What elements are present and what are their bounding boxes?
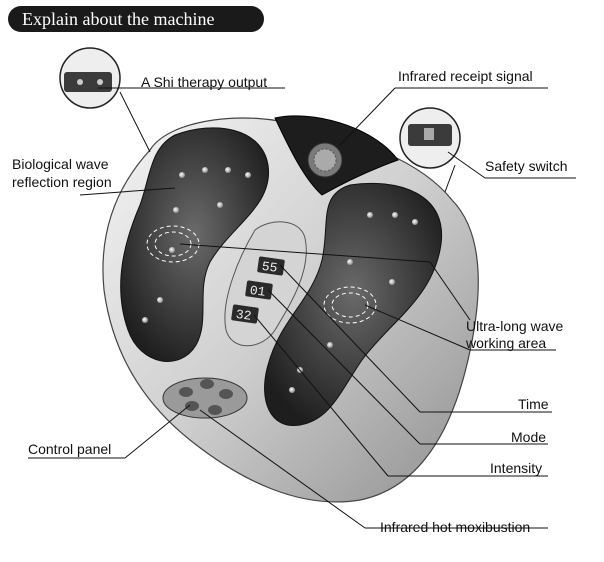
label-ultra-wave-2: working area: [466, 335, 547, 351]
label-bio-wave-2: reflection region: [12, 174, 112, 190]
label-infrared-signal: Infrared receipt signal: [398, 68, 533, 84]
label-intensity: Intensity: [490, 460, 543, 476]
svg-text:01: 01: [249, 283, 267, 300]
display-time: 55: [257, 256, 285, 276]
leader-lines: [28, 87, 576, 529]
control-button[interactable]: [179, 387, 193, 397]
label-time: Time: [518, 396, 549, 412]
wave-rings-right: [323, 286, 377, 324]
display-intensity: 32: [231, 304, 259, 324]
page-title: Explain about the machine: [8, 6, 264, 32]
svg-text:32: 32: [235, 307, 253, 324]
label-infrared-moxibustion: Infrared hot moxibustion: [380, 519, 531, 535]
label-ultra-wave-1: Ultra-long wave: [466, 318, 564, 334]
control-button[interactable]: [208, 405, 222, 415]
control-button[interactable]: [200, 379, 214, 389]
wave-rings-left: [146, 225, 200, 263]
control-panel: [162, 377, 248, 419]
safety-switch: [424, 128, 434, 140]
control-button[interactable]: [185, 401, 199, 411]
label-mode: Mode: [511, 429, 547, 445]
right-foot-pad: [264, 182, 443, 426]
control-button[interactable]: [219, 389, 233, 399]
svg-text:55: 55: [261, 259, 279, 276]
label-bio-wave-1: Biological wave: [12, 156, 109, 172]
foot-lights: [142, 167, 418, 393]
display-mode: 01: [245, 280, 273, 300]
label-safety-switch: Safety switch: [485, 158, 568, 174]
label-ashi-output: A Shi therapy output: [141, 74, 268, 90]
label-control-panel: Control panel: [28, 441, 112, 457]
